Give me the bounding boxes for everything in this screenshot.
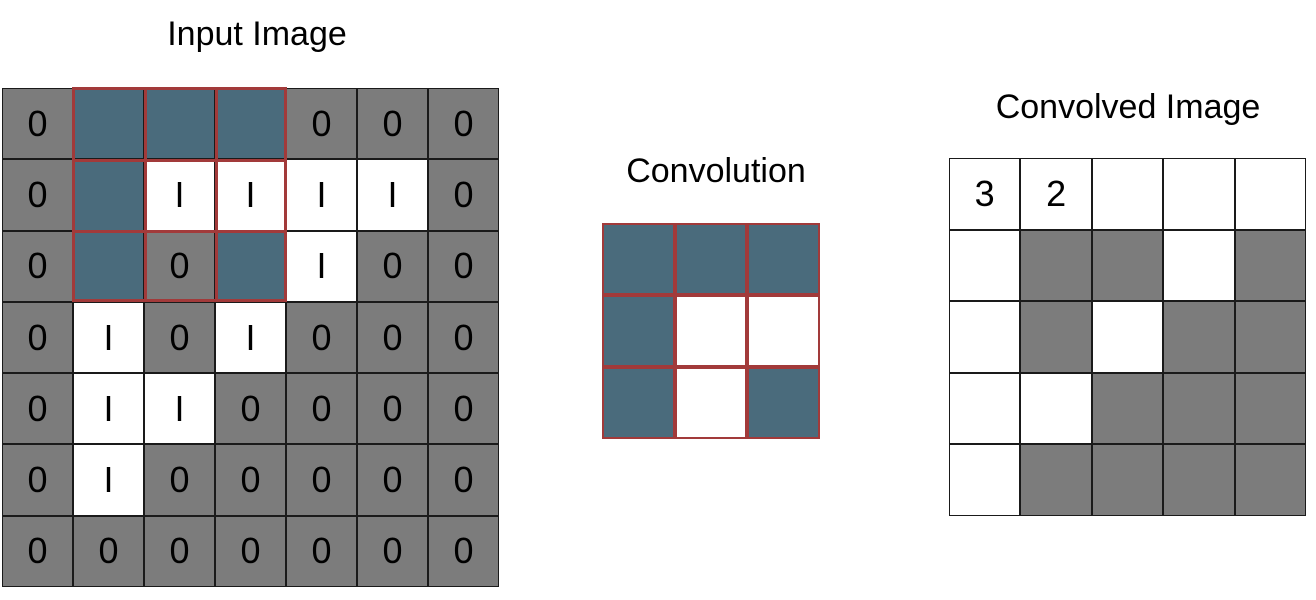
input-image-cell: 0 — [2, 515, 73, 588]
input-image-cell: 0 — [357, 444, 428, 516]
input-image-cell: I — [215, 159, 286, 231]
convolved-image-cell — [949, 229, 1021, 302]
convolved-image-cell — [1091, 158, 1164, 230]
kernel-cell — [674, 367, 748, 439]
convolved-image-cell — [1234, 372, 1306, 445]
convolved-image-cell — [1020, 229, 1092, 302]
convolved-image-cell — [1234, 444, 1306, 516]
input-image-cell: 0 — [428, 88, 499, 160]
convolved-image-cell — [1163, 229, 1235, 302]
input-image-cell: 0 — [2, 373, 73, 445]
input-image-cell: 0 — [286, 373, 357, 445]
input-image-cell: 0 — [286, 88, 357, 160]
input-image-cell: 0 — [357, 373, 428, 445]
input-image-cell: 0 — [2, 159, 73, 231]
input-image-cell: 0 — [357, 301, 428, 374]
convolution-kernel-grid — [602, 223, 821, 439]
convolved-image-cell — [1163, 301, 1235, 373]
convolved-image-cell — [949, 372, 1021, 445]
input-image-cell: 0 — [215, 373, 286, 445]
input-image-cell: 0 — [286, 515, 357, 588]
convolved-image-cell: 3 — [949, 158, 1021, 230]
input-image-cell: 0 — [428, 159, 499, 231]
input-image-cell — [73, 159, 144, 231]
convolved-image-cell — [949, 444, 1021, 516]
input-image-cell: 0 — [215, 515, 286, 588]
input-image-cell: I — [73, 444, 144, 516]
input-image-cell — [215, 88, 286, 160]
convolved-image-cell — [1091, 444, 1164, 516]
input-image-cell: 0 — [428, 301, 499, 374]
input-image-cell: 0 — [428, 444, 499, 516]
convolved-image-cell — [1234, 301, 1306, 373]
input-image-cell: I — [286, 159, 357, 231]
convolved-image-cell — [1091, 301, 1164, 373]
convolved-image-cell — [1020, 372, 1092, 445]
input-image-cell: 0 — [144, 301, 215, 374]
convolved-image-cell: 2 — [1020, 158, 1092, 230]
input-image-cell: 0 — [144, 230, 215, 302]
input-image-cell: 0 — [73, 515, 144, 588]
input-image-cell — [215, 230, 286, 302]
input-image-cell: I — [73, 301, 144, 374]
convolved-image-cell — [1234, 158, 1306, 230]
input-image-cell — [73, 230, 144, 302]
input-image-cell: I — [144, 373, 215, 445]
input-image-cell: 0 — [144, 515, 215, 588]
input-image-cell: 0 — [357, 88, 428, 160]
kernel-cell — [674, 295, 748, 367]
input-image-cell: 0 — [144, 444, 215, 516]
convolved-image-cell — [1234, 229, 1306, 302]
input-image-cell: 0 — [2, 230, 73, 302]
input-image-title: Input Image — [167, 15, 347, 53]
input-image-cell: 0 — [286, 444, 357, 516]
convolved-image-title: Convolved Image — [995, 88, 1261, 126]
convolved-image-cell — [1020, 444, 1092, 516]
kernel-cell — [674, 223, 748, 295]
convolved-image-cell — [1091, 372, 1164, 445]
convolution-title: Convolution — [626, 152, 806, 190]
input-image-cell: 0 — [357, 515, 428, 588]
kernel-cell — [747, 223, 821, 295]
input-image-cell: 0 — [2, 301, 73, 374]
convolved-image-cell — [1091, 229, 1164, 302]
input-image-cell: I — [73, 373, 144, 445]
input-image-cell: 0 — [2, 88, 73, 160]
kernel-cell — [602, 367, 675, 439]
convolved-image-cell — [1163, 444, 1235, 516]
input-image-cell: I — [144, 159, 215, 231]
input-image-cell — [73, 88, 144, 160]
input-image-cell: I — [286, 230, 357, 302]
input-image-cell: I — [215, 301, 286, 374]
input-image-cell: I — [357, 159, 428, 231]
convolved-image-cell — [949, 301, 1021, 373]
input-image-cell: 0 — [428, 515, 499, 588]
input-image-cell: 0 — [428, 230, 499, 302]
input-image-cell: 0 — [286, 301, 357, 374]
input-image-cell: 0 — [357, 230, 428, 302]
input-image-cell: 0 — [428, 373, 499, 445]
input-image-cell: 0 — [2, 444, 73, 516]
kernel-cell — [602, 295, 675, 367]
input-image-cell: 0 — [215, 444, 286, 516]
convolved-image-cell — [1163, 158, 1235, 230]
kernel-cell — [747, 295, 821, 367]
convolved-image-cell — [1163, 372, 1235, 445]
convolved-image-cell — [1020, 301, 1092, 373]
input-image-cell — [144, 88, 215, 160]
kernel-cell — [747, 367, 821, 439]
kernel-cell — [602, 223, 675, 295]
